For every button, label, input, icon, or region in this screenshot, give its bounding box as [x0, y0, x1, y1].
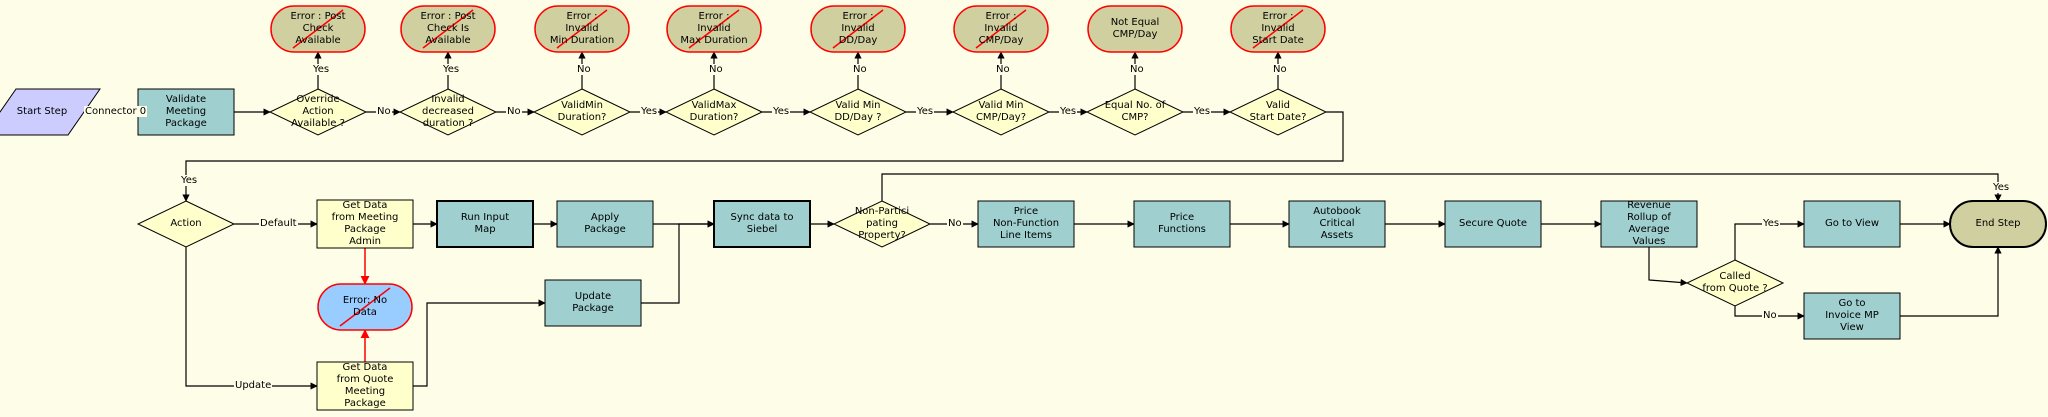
edge-label-yes: Yes [180, 175, 199, 186]
node-e2[interactable] [400, 5, 496, 53]
edge-label-yes: Yes [312, 64, 331, 75]
node-runMap[interactable] [436, 200, 534, 248]
edge-label-no: No [1272, 64, 1288, 75]
node-end[interactable] [1949, 200, 2047, 248]
edge [641, 220, 715, 304]
node-d_maxDur[interactable] [664, 88, 764, 136]
node-e5[interactable] [810, 5, 906, 53]
node-d_minDD[interactable] [808, 88, 908, 136]
edge [1734, 220, 1805, 260]
edge [1648, 247, 1688, 287]
error-slash-icon [422, 9, 474, 49]
node-revenue[interactable] [1600, 200, 1698, 248]
error-slash-icon [292, 9, 344, 49]
edge-label-no: No [947, 218, 963, 229]
node-d_action[interactable] [136, 200, 236, 248]
node-errNoData[interactable] [317, 283, 413, 331]
edge [185, 247, 318, 390]
edge-label-update: Update [234, 380, 273, 391]
node-e4[interactable] [666, 5, 762, 53]
node-d_start[interactable] [1228, 88, 1328, 136]
edge-label-yes: Yes [916, 106, 935, 117]
edge [182, 111, 1344, 202]
edge-label-no: No [1762, 310, 1778, 321]
error-slash-icon [339, 287, 391, 327]
error-slash-icon [975, 9, 1027, 49]
error-slash-icon [1252, 9, 1304, 49]
node-getQM[interactable] [316, 361, 414, 411]
node-priceFn[interactable] [1133, 200, 1231, 248]
error-slash-icon [688, 9, 740, 49]
node-secure[interactable] [1444, 200, 1542, 248]
node-autobook[interactable] [1288, 200, 1386, 248]
node-d_called[interactable] [1685, 259, 1785, 307]
node-d_invalid[interactable] [398, 88, 498, 136]
node-d_nonpart[interactable] [832, 200, 932, 248]
node-d_minCMP[interactable] [951, 88, 1051, 136]
edge [413, 299, 546, 387]
node-e3[interactable] [534, 5, 630, 53]
error-slash-icon [556, 9, 608, 49]
edge-label-no: No [852, 64, 868, 75]
edge-label-connector0: Connector 0 [84, 106, 148, 117]
node-e7[interactable] [1087, 5, 1183, 53]
node-d_minDur[interactable] [532, 88, 632, 136]
edge-label-yes: Yes [772, 106, 791, 117]
node-goInvoice[interactable] [1803, 292, 1901, 340]
node-applyPkg[interactable] [556, 200, 654, 248]
edge-label-no: No [506, 106, 522, 117]
edge-label-no: No [1129, 64, 1145, 75]
edge-label-no: No [995, 64, 1011, 75]
node-updatePkg[interactable] [544, 279, 642, 327]
node-e8[interactable] [1230, 5, 1326, 53]
edge-label-no: No [576, 64, 592, 75]
edge-label-yes: Yes [442, 64, 461, 75]
edge-label-default: Default [259, 218, 298, 229]
node-sync[interactable] [713, 200, 811, 248]
edge [1734, 306, 1805, 320]
node-priceNF[interactable] [977, 200, 1075, 248]
edge-label-yes: Yes [1059, 106, 1078, 117]
shapes-layer [0, 5, 2047, 411]
node-getMP[interactable] [316, 199, 414, 249]
edge-label-no: No [376, 106, 392, 117]
edge-label-yes: Yes [640, 106, 659, 117]
edge-label-yes: Yes [1762, 218, 1781, 229]
node-validate[interactable] [137, 88, 235, 136]
edge-label-yes: Yes [1193, 106, 1212, 117]
edge [1900, 246, 2002, 317]
node-start[interactable] [0, 88, 101, 136]
node-goView[interactable] [1803, 200, 1901, 248]
node-d_override[interactable] [268, 88, 368, 136]
node-e6[interactable] [953, 5, 1049, 53]
error-slash-icon [832, 9, 884, 49]
edge-label-no: No [708, 64, 724, 75]
edge-label-yes: Yes [1992, 182, 2011, 193]
node-e1[interactable] [270, 5, 366, 53]
node-d_eqCMP[interactable] [1085, 88, 1185, 136]
edge [881, 173, 2002, 202]
